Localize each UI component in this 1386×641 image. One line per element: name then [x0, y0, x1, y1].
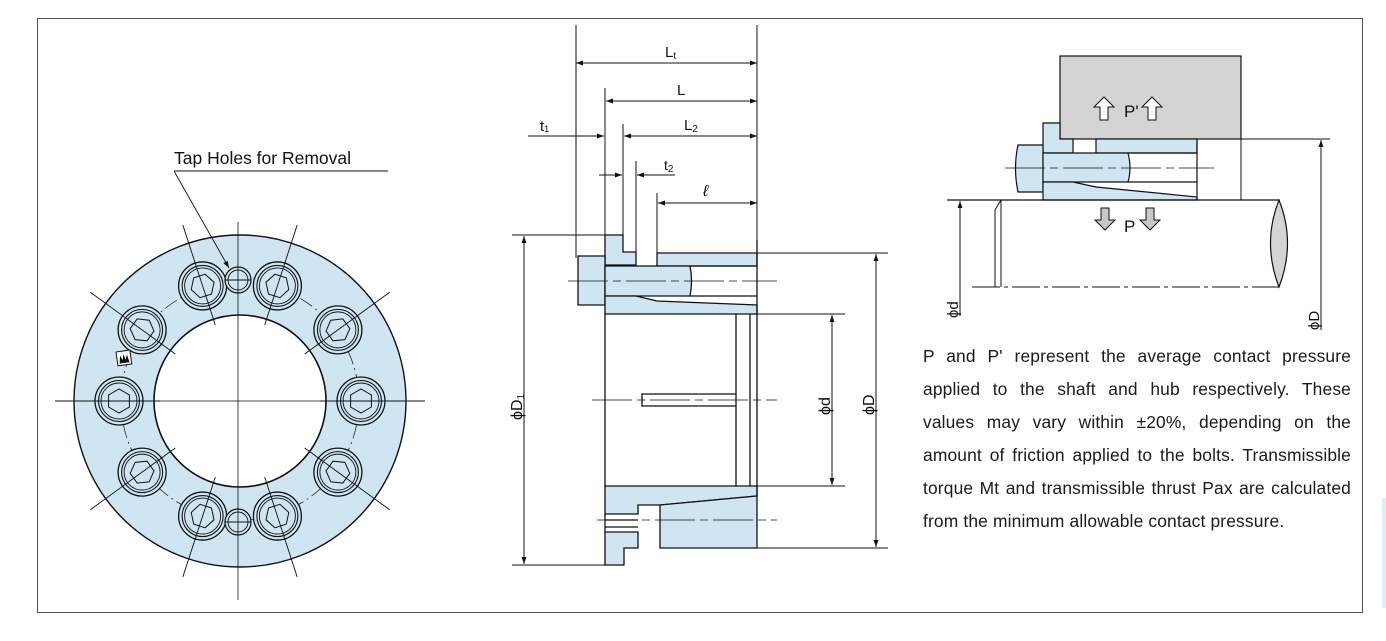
maker-mark-icon: [115, 349, 133, 367]
label-d: ϕd: [817, 397, 834, 415]
contact-pressure-note: P and P' represent the average contact p…: [923, 346, 1351, 531]
bolt-icon: [252, 476, 303, 578]
bolt-icon: [304, 447, 390, 511]
shaft-chamfer: [994, 199, 1002, 287]
bolt-icon: [177, 476, 228, 578]
pressure-detail-view: [947, 55, 1330, 330]
side-view-section: [512, 25, 888, 566]
upper-bolt-head: [577, 255, 606, 306]
label-hub-diameter: ϕD: [1306, 311, 1323, 330]
shaft-pressure-arrow-icon: [1138, 207, 1162, 231]
lower-flange: [604, 531, 639, 566]
label-shaft-pressure: P: [1124, 217, 1135, 236]
bolt-icon: [304, 291, 390, 355]
inner-taper-ring: [1042, 181, 1198, 201]
label-D1: ϕD1: [509, 393, 527, 420]
tap-holes-callout-label: Tap Holes for Removal: [174, 148, 351, 168]
label-l: ℓ: [702, 183, 709, 200]
bolt-head: [1014, 144, 1044, 193]
label-t1: t1: [540, 118, 549, 135]
shaft-pressure-arrow-icon: [1093, 207, 1117, 231]
bolt-icon: [252, 224, 303, 326]
label-D: ϕD: [861, 394, 878, 415]
bolt-shank: [1042, 152, 1131, 183]
inner-hub-ring: [1095, 138, 1198, 154]
label-Lt: Lt: [665, 44, 676, 62]
hub-pressure-arrow-icon: [1092, 96, 1116, 121]
label-hub-pressure: P': [1124, 102, 1139, 121]
label-L2: L2: [684, 117, 698, 135]
label-L: L: [677, 82, 685, 99]
upper-hub: [656, 252, 758, 267]
bolt-icon: [90, 291, 176, 355]
lower-hub: [659, 495, 758, 549]
shaft-end: [1269, 198, 1289, 289]
label-t2: t2: [664, 157, 674, 175]
hub-pressure-arrow-icon: [1140, 96, 1164, 121]
bolt-icon: [177, 224, 228, 326]
upper-flange: [604, 234, 637, 266]
page-edge-tab: [1382, 498, 1386, 608]
front-view: Tap Holes for Removal: [55, 148, 425, 600]
hub: [1059, 55, 1242, 140]
upper-inner-ring: [604, 295, 758, 315]
drawing-frame: [37, 18, 1363, 613]
callout-leader: [173, 170, 230, 269]
label-shaft-diameter: ϕd: [945, 301, 962, 318]
bolt-icon: [90, 447, 176, 511]
